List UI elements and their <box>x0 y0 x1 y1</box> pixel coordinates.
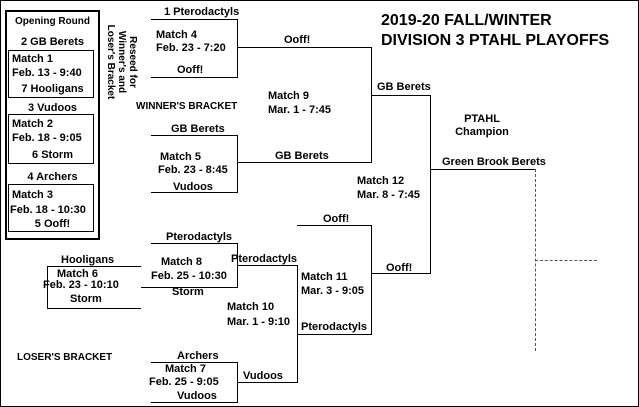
reseed-note: Reseed for Winner's and Loser's Bracket <box>104 12 138 112</box>
reseed-line-1: Reseed for <box>127 36 138 88</box>
match-6-winner-line <box>141 287 237 288</box>
match-8-top-line <box>151 243 237 244</box>
match-3-label: Match 3 <box>12 189 53 201</box>
match-7-top-team: Archers <box>177 350 219 362</box>
match-9-label: Match 9 <box>268 90 309 102</box>
match-5-time: Feb. 23 - 8:45 <box>158 164 228 176</box>
match-6-top-line <box>47 266 141 267</box>
match-8-winner-line <box>237 265 297 266</box>
seed-6-storm: 6 Storm <box>32 149 73 161</box>
reseed-line-3: Loser's Bracket <box>105 24 116 100</box>
seed-4-archers: 4 Archers <box>27 171 78 183</box>
match-7-top-line <box>151 362 237 363</box>
seed-5-ooff: 5 Ooff! <box>34 218 71 230</box>
match-10-connector <box>297 265 298 383</box>
match-4-winner: Ooff! <box>284 34 311 46</box>
match-1-time: Feb. 13 - 9:40 <box>12 67 82 79</box>
match-8-winner: Pterodactyls <box>231 253 298 265</box>
match-5-top-team: GB Berets <box>171 123 225 135</box>
match-10-label: Match 10 <box>227 301 275 313</box>
losers-bracket-label: LOSER'S BRACKET <box>17 352 113 363</box>
seed-7-hooligans: 7 Hooligans <box>21 83 84 95</box>
match-4-time: Feb. 23 - 7:20 <box>156 42 226 54</box>
match-4-bottom-line <box>151 77 238 78</box>
winners-bracket-label: WINNER'S BRACKET <box>136 101 238 112</box>
champion-heading-2: Champion <box>455 126 509 138</box>
match-8-time: Feb. 25 - 10:30 <box>151 270 227 282</box>
match-5-label: Match 5 <box>160 151 201 163</box>
match-10-time: Mar. 1 - 9:10 <box>227 316 290 328</box>
match-11-connector <box>371 225 372 335</box>
match-9-connector <box>371 47 372 163</box>
match-6-top-team: Hooligans <box>61 254 115 266</box>
match-9-winner: GB Berets <box>377 81 431 93</box>
match-6-label: Match 6 <box>57 268 98 280</box>
match-11-winner-line <box>371 273 431 274</box>
opening-round-panel <box>5 10 100 240</box>
match-12-label: Match 12 <box>357 175 405 187</box>
match-11-top-team: Ooff! <box>323 213 350 225</box>
match-4-bottom-team: Ooff! <box>177 64 204 76</box>
match-11-label: Match 11 <box>301 271 348 283</box>
match-2-label: Match 2 <box>12 118 53 130</box>
match-7-bottom-line <box>151 402 238 403</box>
match-12-connector <box>430 95 431 273</box>
match-7-time: Feb. 25 - 9:05 <box>149 376 219 388</box>
match-6-time: Feb. 23 - 10:10 <box>43 279 119 291</box>
match-11-top-line <box>297 225 372 226</box>
match-7-bottom-team: Vudoos <box>177 390 217 402</box>
opening-round-heading: Opening Round <box>15 16 90 27</box>
match-6-left-connector <box>47 266 48 309</box>
match-1-box <box>8 50 94 98</box>
title-line-2: DIVISION 3 PTAHL PLAYOFFS <box>381 32 610 49</box>
match-11-winner: Ooff! <box>386 262 413 274</box>
champion-heading-1: PTAHL <box>464 113 500 125</box>
champion-name: Green Brook Berets <box>442 156 546 168</box>
seed-3-vudoos: 3 Vudoos <box>27 102 78 114</box>
match-4-top-line <box>151 19 237 20</box>
match-6-bottom-team: Storm <box>70 293 102 305</box>
match-5-bottom-team: Vudoos <box>173 181 213 193</box>
match-12-time: Mar. 8 - 7:45 <box>357 189 420 201</box>
final-winner-line <box>430 169 535 170</box>
match-10-winner: Pterodactyls <box>301 321 368 333</box>
match-9-time: Mar. 1 - 7:45 <box>268 104 331 116</box>
match-7-label: Match 7 <box>165 363 206 375</box>
match-5-winner-line <box>237 162 371 163</box>
match-5-winner: GB Berets <box>275 150 329 162</box>
match-1-label: Match 1 <box>12 53 53 65</box>
match-6-bottom-line <box>47 308 141 309</box>
match-2-box <box>8 114 94 164</box>
match-8-label: Match 8 <box>161 256 202 268</box>
match-5-bottom-line <box>151 192 238 193</box>
match-4-top-team: 1 Pterodactyls <box>164 6 240 18</box>
match-2-time: Feb. 18 - 9:05 <box>12 132 82 144</box>
match-3-box <box>8 184 94 232</box>
match-4-winner-line <box>237 47 371 48</box>
match-8-bottom-team: Storm <box>172 286 204 298</box>
match-5-connector <box>237 135 238 192</box>
dashed-tail-line <box>535 260 597 261</box>
match-7-winner: Vudoos <box>243 370 283 382</box>
match-4-connector <box>237 19 238 77</box>
match-10-winner-line <box>297 334 371 335</box>
match-7-winner-line <box>237 382 297 383</box>
match-3-time: Feb. 18 - 10:30 <box>10 204 86 216</box>
match-9-winner-line <box>371 95 430 96</box>
match-11-time: Mar. 3 - 9:05 <box>301 285 364 297</box>
match-4-label: Match 4 <box>156 29 197 41</box>
seed-2-gb-berets: 2 GB Berets <box>21 36 84 48</box>
match-5-top-line <box>151 135 238 136</box>
match-8-top-team: Pterodactyls <box>166 231 233 243</box>
reseed-line-2: Winner's and <box>116 30 127 94</box>
title-line-1: 2019-20 FALL/WINTER <box>381 12 552 29</box>
